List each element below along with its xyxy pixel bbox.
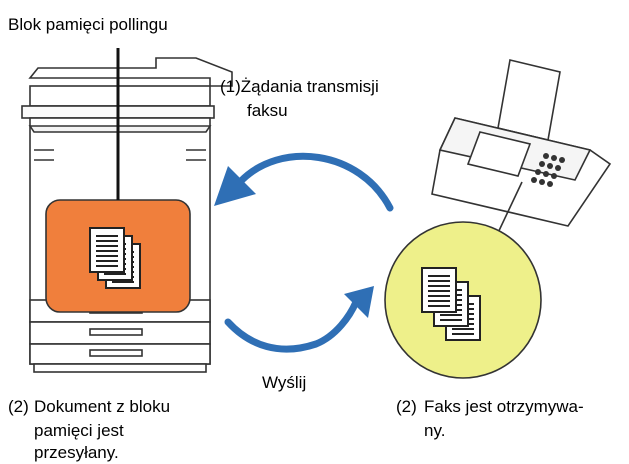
step2-left-line3: przesyłany.	[34, 443, 119, 462]
step1-label-line1: (1)Żądania transmisji	[220, 77, 379, 96]
step2-left-line1: Dokument z bloku	[34, 397, 171, 416]
step2-right-line1: Faks jest otrzymywa-	[424, 397, 584, 416]
step2-left-number: (2)	[8, 397, 29, 416]
fax-machine-icon	[431, 59, 612, 227]
send-label: Wyślij	[262, 373, 307, 392]
step2-left-line2: pamięci jest	[34, 421, 124, 440]
request-arrow	[214, 152, 394, 212]
step2-right-number: (2)	[396, 397, 417, 416]
send-arrow	[224, 286, 374, 353]
document-stack-icon	[89, 227, 141, 289]
step2-right-line2: ny.	[424, 421, 446, 440]
polling-memory-label: Blok pamięci pollingu	[8, 15, 168, 34]
step1-label-line2: faksu	[247, 101, 288, 120]
